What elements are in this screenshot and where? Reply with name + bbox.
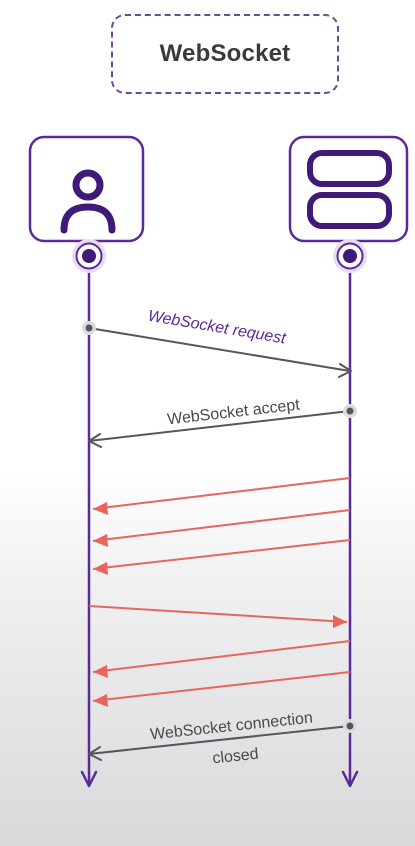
message-websocket-accept: WebSocket accept bbox=[88, 396, 357, 448]
title-box: WebSocket bbox=[111, 14, 339, 94]
client-start-node bbox=[72, 239, 106, 273]
message-data-3 bbox=[92, 539, 351, 575]
diagram-title: WebSocket bbox=[159, 40, 291, 67]
client-lifeline bbox=[80, 258, 98, 788]
message-data-2 bbox=[92, 509, 351, 547]
message-data-6 bbox=[92, 671, 351, 707]
server-actor bbox=[288, 135, 409, 243]
server-lifeline bbox=[341, 258, 359, 788]
message-connection-closed: WebSocket connection closed bbox=[88, 710, 357, 768]
message-websocket-request: WebSocket request bbox=[82, 308, 352, 378]
message-data-5 bbox=[92, 640, 351, 678]
request-origin-dot bbox=[82, 321, 96, 335]
server-icon bbox=[307, 150, 392, 229]
closed-label-line-2: closed bbox=[212, 746, 260, 768]
client-actor bbox=[28, 135, 145, 243]
accept-origin-dot bbox=[343, 404, 357, 418]
message-data-4 bbox=[88, 605, 348, 628]
closed-origin-dot bbox=[343, 719, 357, 733]
person-icon bbox=[60, 169, 116, 234]
server-start-node bbox=[333, 239, 367, 273]
message-data-1 bbox=[92, 477, 351, 515]
